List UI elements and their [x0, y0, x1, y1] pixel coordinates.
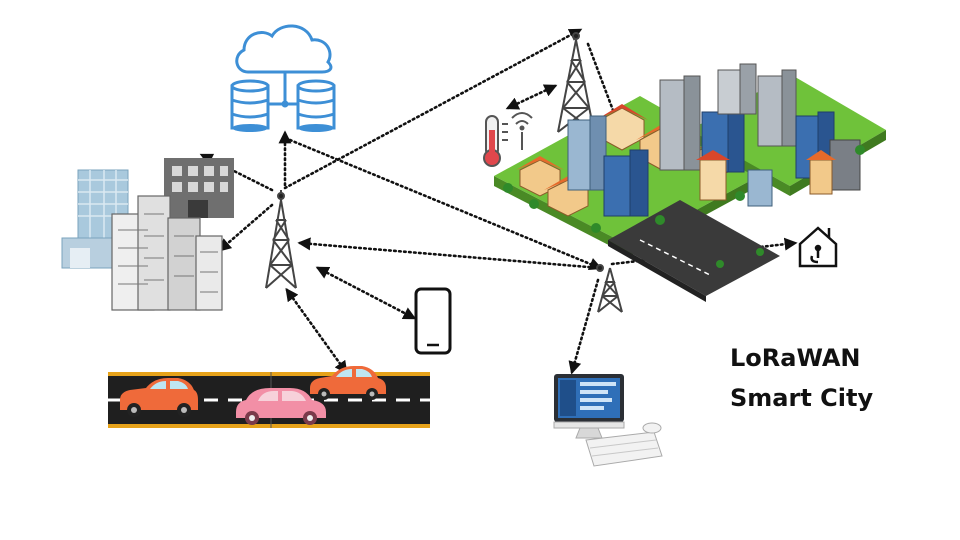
database-right-icon	[296, 79, 336, 132]
link-tower-phone	[315, 266, 417, 320]
car-orange-right-icon	[310, 366, 386, 400]
road-cars-icon	[108, 366, 430, 428]
car-pink-icon	[236, 388, 326, 425]
link-ne-tower-thermometer	[505, 84, 558, 110]
isometric-city-icon	[494, 63, 886, 302]
link-cloud-to-city-tower	[288, 138, 603, 271]
office-buildings-icon	[61, 158, 234, 311]
smart-home-icon	[798, 226, 838, 268]
link-tower-buildings-bottom	[218, 203, 274, 252]
thermometer-sensor-icon	[483, 112, 533, 167]
gateway-tower-main-icon	[265, 190, 297, 289]
database-left-icon	[230, 79, 270, 132]
link-tower-road	[285, 287, 348, 375]
link-city-tower-computer	[568, 278, 600, 375]
gateway-tower-city-icon	[596, 264, 623, 313]
link-tower-to-ne-tower	[283, 28, 583, 190]
car-orange-left-icon	[120, 378, 198, 417]
link-city-tower-to-tower	[297, 237, 602, 270]
gateway-tower-ne-icon	[557, 32, 595, 133]
cloud-server-icon	[230, 24, 336, 132]
city-towers-group	[567, 63, 861, 217]
title-block: LoRaWAN Smart City	[730, 338, 930, 418]
desktop-computer-icon	[553, 374, 663, 467]
title-smart-city: Smart City	[730, 384, 874, 412]
smartphone-icon	[414, 287, 452, 355]
city-trees-group	[503, 145, 865, 268]
title-lorawan: LoRaWAN	[730, 344, 861, 372]
connection-links	[199, 28, 798, 375]
